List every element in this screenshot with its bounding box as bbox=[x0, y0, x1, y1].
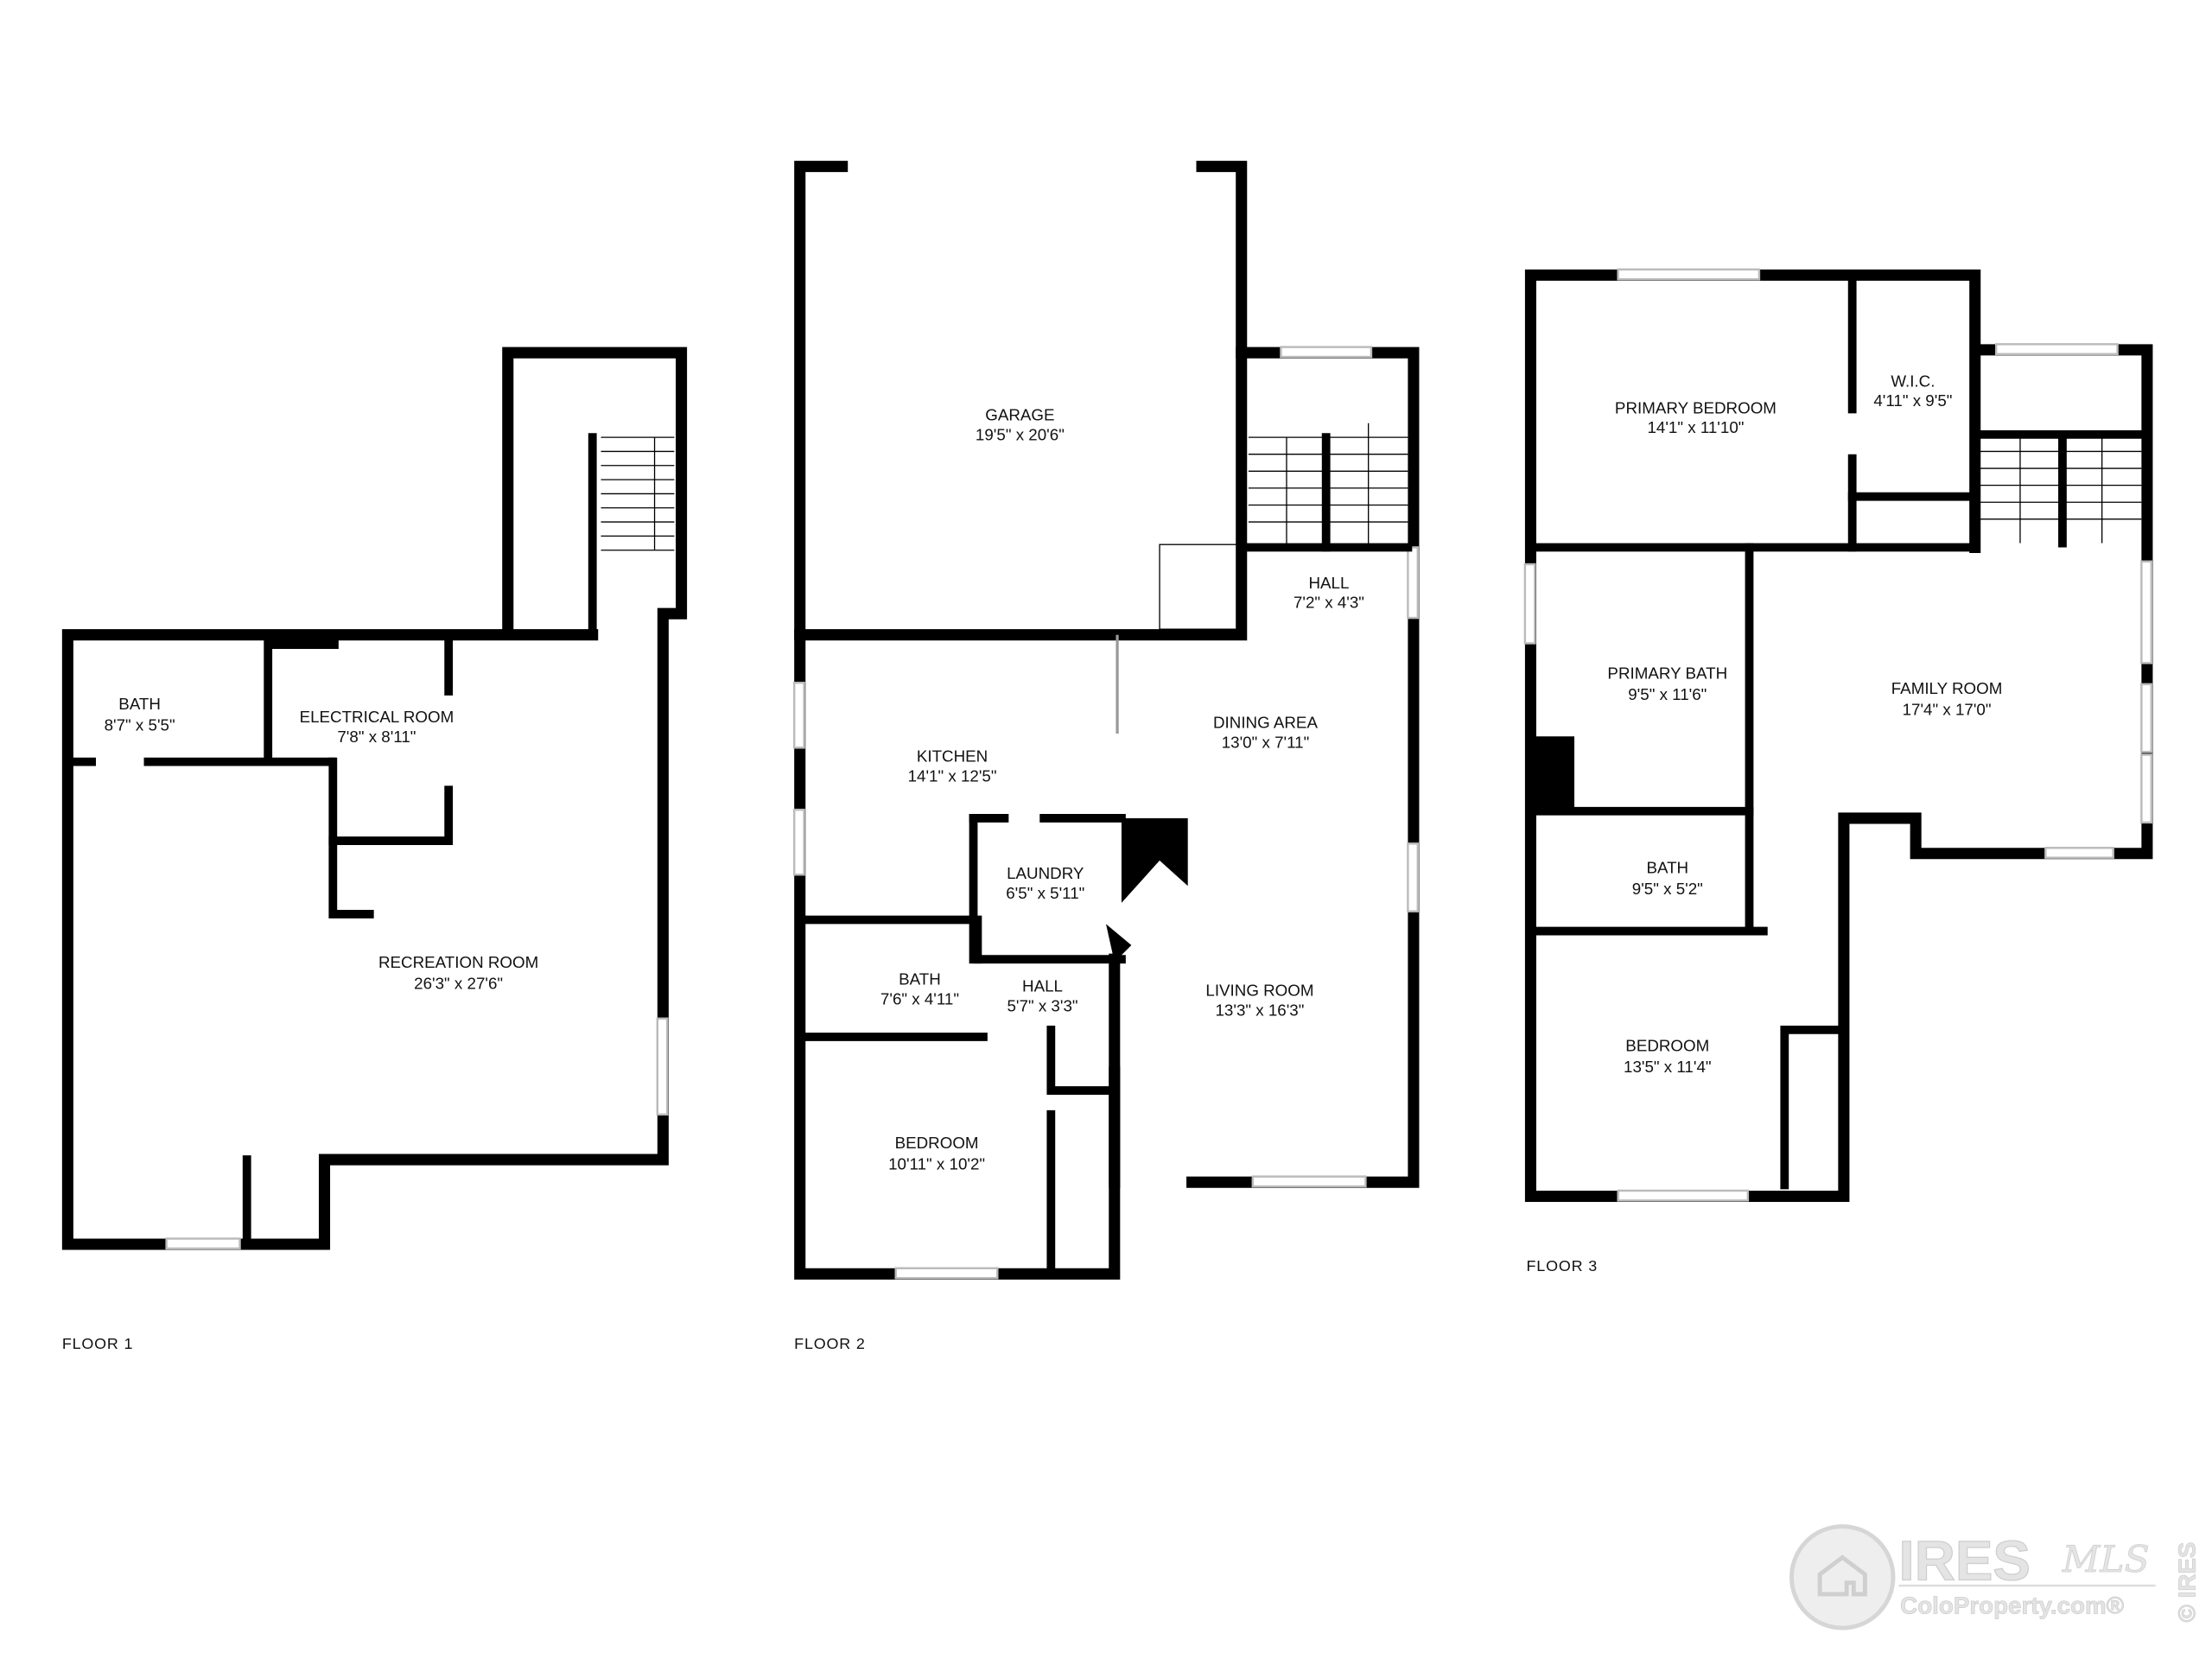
room-dims: 7'6" x 4'11" bbox=[880, 989, 959, 1007]
room-dims: 4'11" x 9'5" bbox=[1873, 391, 1952, 410]
logo-copyright: © IRES bbox=[2173, 1542, 2200, 1623]
room-dims: 9'5" x 11'6" bbox=[1628, 685, 1707, 703]
room-name: BEDROOM bbox=[1625, 1036, 1709, 1054]
room-dims: 7'8" x 8'11" bbox=[337, 728, 416, 746]
logo-site: ColoProperty.com® bbox=[1900, 1592, 2124, 1619]
room-dims: 14'1" x 11'10" bbox=[1647, 418, 1744, 436]
floor-1-plan: BATH 8'7" x 5'5" ELECTRICAL ROOM 7'8" x … bbox=[62, 346, 688, 1352]
floor-2-plan: GARAGE 19'5" x 20'6" HALL 7'2" x 4'3" DI… bbox=[792, 161, 1420, 1352]
room-name: HALL bbox=[1308, 574, 1349, 592]
room-name: PRIMARY BATH bbox=[1607, 664, 1727, 682]
room-dims: 26'3" x 27'6" bbox=[414, 974, 503, 992]
room-dims: 8'7" x 5'5" bbox=[105, 716, 175, 734]
logo-script: MLS bbox=[2062, 1539, 2150, 1581]
room-dims: 6'5" x 5'11" bbox=[1006, 884, 1084, 902]
room-name: LIVING ROOM bbox=[1205, 982, 1313, 1000]
room-name: RECREATION ROOM bbox=[378, 953, 538, 971]
room-dims: 14'1" x 12'5" bbox=[908, 766, 997, 785]
room-name: BEDROOM bbox=[895, 1134, 979, 1152]
room-name: LAUNDRY bbox=[1007, 864, 1084, 882]
room-name: BATH bbox=[1646, 859, 1688, 877]
room-dims: 7'2" x 4'3" bbox=[1294, 594, 1364, 612]
room-dims: 17'4" x 17'0" bbox=[1903, 701, 1992, 719]
room-dims: 13'5" x 11'4" bbox=[1624, 1058, 1712, 1076]
room-name: ELECTRICAL ROOM bbox=[300, 708, 454, 726]
logo-brand: IRES bbox=[1899, 1529, 2031, 1592]
floor-3-plan: PRIMARY BEDROOM 14'1" x 11'10" W.I.C. 4'… bbox=[1523, 268, 2153, 1274]
room-name: HALL bbox=[1022, 977, 1063, 995]
room-dims: 9'5" x 5'2" bbox=[1632, 880, 1703, 898]
room-name: BATH bbox=[118, 695, 161, 713]
room-dims: 13'0" x 7'11" bbox=[1222, 733, 1310, 751]
room-name: PRIMARY BEDROOM bbox=[1615, 398, 1777, 416]
room-dims: 5'7" x 3'3" bbox=[1007, 997, 1078, 1015]
room-name: KITCHEN bbox=[917, 747, 988, 766]
room-dims: 13'3" x 16'3" bbox=[1215, 1001, 1304, 1020]
room-name: DINING AREA bbox=[1213, 713, 1318, 731]
floor-label: FLOOR 3 bbox=[1527, 1257, 1598, 1274]
room-name: W.I.C. bbox=[1891, 372, 1935, 390]
room-name: GARAGE bbox=[985, 406, 1054, 424]
room-name: FAMILY ROOM bbox=[1891, 679, 2003, 697]
floor-label: FLOOR 1 bbox=[62, 1335, 133, 1352]
room-dims: 19'5" x 20'6" bbox=[976, 425, 1065, 443]
house-logo-icon bbox=[1789, 1524, 1896, 1630]
room-dims: 10'11" x 10'2" bbox=[888, 1154, 985, 1173]
floor-label: FLOOR 2 bbox=[794, 1335, 865, 1352]
room-name: BATH bbox=[899, 970, 941, 988]
ires-watermark-logo: IRES MLS ColoProperty.com® © IRES bbox=[1789, 1524, 2201, 1630]
